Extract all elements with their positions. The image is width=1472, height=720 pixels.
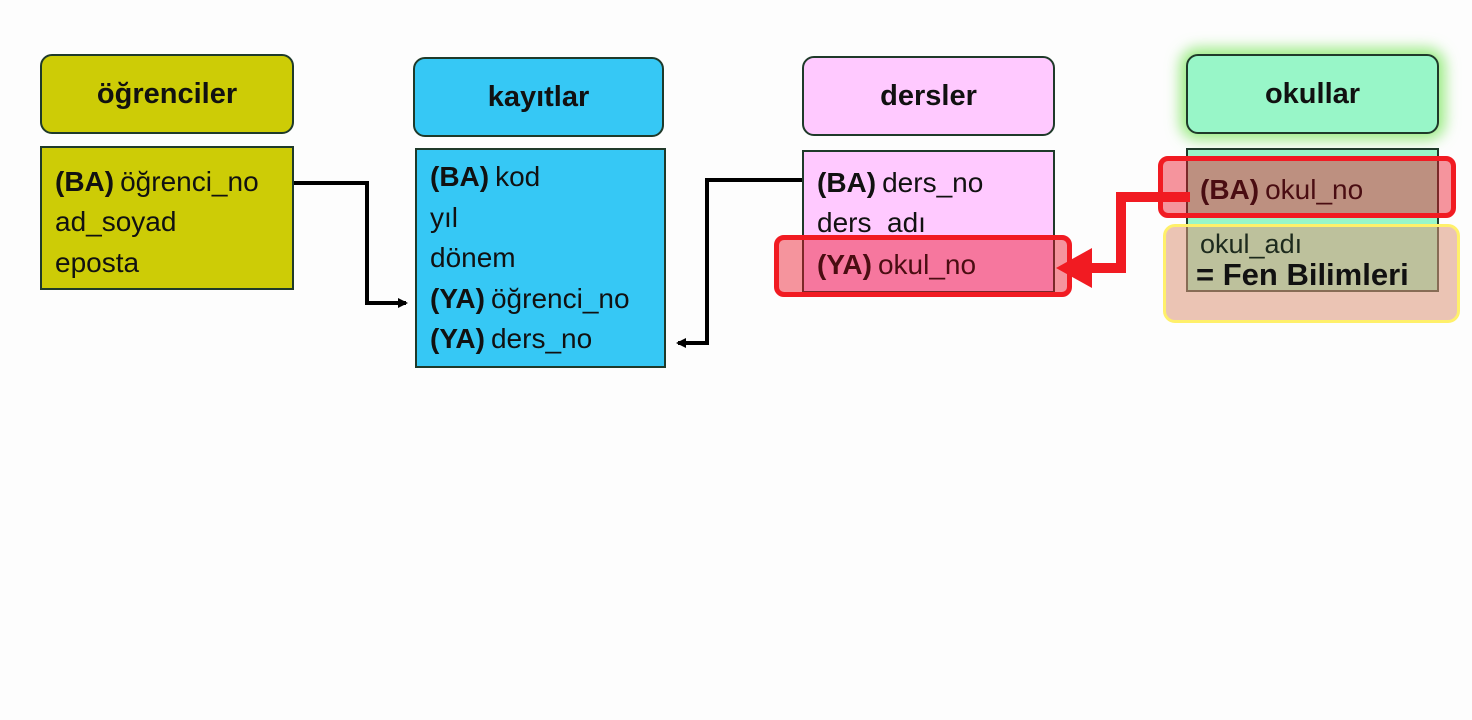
field-row: (YA)öğrenci_no — [430, 278, 630, 319]
table-title-okullar: okullar — [1186, 54, 1439, 134]
field-key: (YA) — [817, 249, 872, 280]
field-row: (BA)kod — [430, 156, 540, 197]
field-name: eposta — [55, 247, 140, 278]
field-name: ad_soyad — [55, 206, 177, 237]
highlight-dersler-okul-no: (YA)okul_no — [774, 235, 1072, 297]
table-title-kayitlar: kayıtlar — [413, 57, 664, 137]
field-name: okul_adı — [1200, 229, 1303, 259]
field-name: ders_no — [490, 323, 593, 354]
arrow-okul-no-line — [1090, 192, 1190, 273]
arrow-ders-no — [676, 178, 803, 348]
table-title-text: okullar — [1264, 77, 1361, 110]
field-key: (BA) — [817, 167, 877, 198]
table-fields-kayitlar: (BA)kod yıl dönem (YA)öğrenci_no (YA)der… — [415, 148, 666, 368]
field-key: (YA) — [430, 283, 485, 314]
field-name: öğrenci_no — [490, 283, 630, 314]
field-row: (YA)ders_no — [430, 318, 592, 359]
table-title-ogrenciler: öğrenciler — [40, 54, 294, 134]
field-name: kod — [495, 161, 541, 192]
table-fields-ogrenciler: (BA)öğrenci_no ad_soyad eposta — [40, 146, 294, 290]
highlight-okullar-okul-no: (BA)okul_no — [1158, 156, 1456, 218]
field-name: yıl — [430, 202, 458, 233]
arrow-okul-no-head — [1056, 248, 1092, 288]
field-row: (BA)ders_no — [817, 162, 983, 203]
highlight-okul-adi-condition: okul_adı = Fen Bilimleri — [1163, 224, 1460, 323]
field-key: (YA) — [430, 323, 485, 354]
field-row: dönem — [430, 237, 516, 278]
field-row: yıl — [430, 197, 458, 238]
field-key: (BA) — [55, 166, 115, 197]
field-row: eposta — [55, 242, 139, 283]
field-key: (BA) — [1200, 174, 1260, 205]
table-title-text: kayıtlar — [487, 80, 590, 113]
field-name: dönem — [430, 242, 516, 273]
field-row: (BA)okul_no — [1200, 169, 1363, 210]
field-row: ad_soyad — [55, 201, 176, 242]
field-name: ders_adı — [817, 207, 926, 238]
field-row: ders_adı — [817, 202, 926, 243]
table-title-dersler: dersler — [802, 56, 1055, 136]
field-name: okul_no — [877, 249, 977, 280]
table-title-text: dersler — [880, 79, 977, 112]
arrow-ogrenci-no — [294, 181, 408, 308]
field-name: öğrenci_no — [120, 166, 259, 197]
field-key: (BA) — [430, 161, 490, 192]
field-row: (BA)öğrenci_no — [55, 161, 259, 202]
field-row: (YA)okul_no — [817, 244, 976, 285]
filter-condition: = Fen Bilimleri — [1196, 257, 1409, 292]
table-title-text: öğrenciler — [96, 77, 238, 110]
field-name: ders_no — [882, 167, 984, 198]
field-name: okul_no — [1265, 174, 1364, 205]
